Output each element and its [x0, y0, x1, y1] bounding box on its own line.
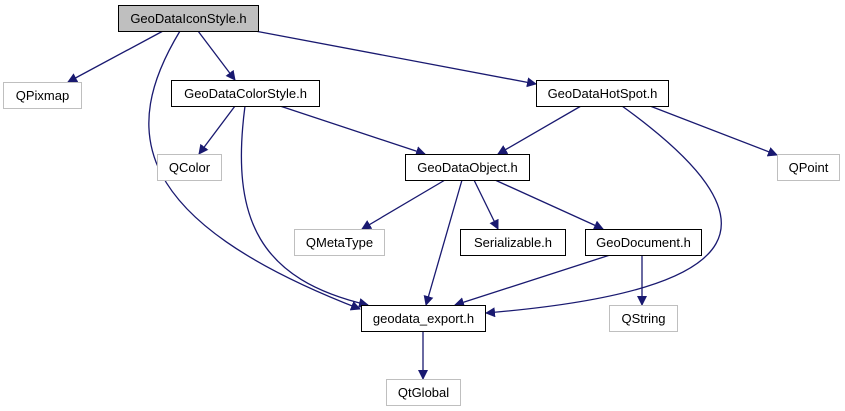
node-QPixmap: QPixmap — [3, 82, 82, 109]
node-label: geodata_export.h — [373, 311, 474, 326]
node-label: QPoint — [789, 160, 829, 175]
node-label: Serializable.h — [474, 235, 552, 250]
node-GeoDocument[interactable]: GeoDocument.h — [585, 229, 702, 256]
node-box — [777, 154, 840, 181]
node-box — [405, 154, 530, 181]
node-QtGlobal: QtGlobal — [386, 379, 461, 406]
node-label: GeoDataObject.h — [417, 160, 517, 175]
edge-GeoDataColorStyle-to-geodata_export — [240, 105, 369, 308]
node-box — [118, 5, 259, 32]
node-QPoint: QPoint — [777, 154, 840, 181]
node-GeoDataObject[interactable]: GeoDataObject.h — [405, 154, 530, 181]
node-QColor: QColor — [157, 154, 222, 181]
node-QMetaType: QMetaType — [294, 229, 385, 256]
node-label: QtGlobal — [398, 385, 449, 400]
node-GeoDataIconStyle[interactable]: GeoDataIconStyle.h — [118, 5, 259, 32]
node-box — [3, 82, 82, 109]
edge-GeoDataObject-to-geodata_export — [423, 179, 463, 306]
node-label: GeoDataColorStyle.h — [184, 86, 307, 101]
edge-GeoDataHotSpot-to-GeoDataObject — [497, 105, 582, 155]
node-GeoDataColorStyle[interactable]: GeoDataColorStyle.h — [171, 80, 320, 107]
edge-GeoDataHotSpot-to-QPoint — [649, 105, 778, 157]
edge-GeoDataColorStyle-to-QColor — [198, 105, 236, 155]
node-label: QPixmap — [16, 88, 69, 103]
node-box — [609, 305, 678, 332]
edge-GeoDataObject-to-Serializable — [473, 179, 499, 230]
node-label: QMetaType — [306, 235, 373, 250]
node-box — [460, 229, 566, 256]
node-label: GeoDataIconStyle.h — [130, 11, 246, 26]
edges-layer — [67, 30, 778, 380]
edge-GeoDataObject-to-QMetaType — [361, 179, 446, 230]
node-label: GeoDataHotSpot.h — [548, 86, 658, 101]
node-box — [536, 80, 669, 107]
node-QString: QString — [609, 305, 678, 332]
node-box — [171, 80, 320, 107]
node-label: QColor — [169, 160, 211, 175]
edge-GeoDataHotSpot-to-geodata_export — [485, 105, 722, 318]
node-box — [386, 379, 461, 406]
node-GeoDataHotSpot[interactable]: GeoDataHotSpot.h — [536, 80, 669, 107]
edge-GeoDocument-to-geodata_export — [454, 254, 611, 307]
node-Serializable[interactable]: Serializable.h — [460, 229, 566, 256]
edge-GeoDataIconStyle-to-QPixmap — [67, 30, 164, 83]
node-label: QString — [621, 311, 665, 326]
node-box — [361, 305, 486, 332]
node-box — [294, 229, 385, 256]
node-box — [585, 229, 702, 256]
node-geodata_export[interactable]: geodata_export.h — [361, 305, 486, 332]
node-box — [157, 154, 222, 181]
edge-GeoDataColorStyle-to-GeoDataObject — [279, 105, 426, 156]
edge-GeoDataIconStyle-to-GeoDataHotSpot — [254, 30, 537, 88]
edge-GeoDataObject-to-GeoDocument — [494, 179, 604, 230]
edge-GeoDataIconStyle-to-GeoDataColorStyle — [197, 30, 236, 81]
node-label: GeoDocument.h — [596, 235, 691, 250]
